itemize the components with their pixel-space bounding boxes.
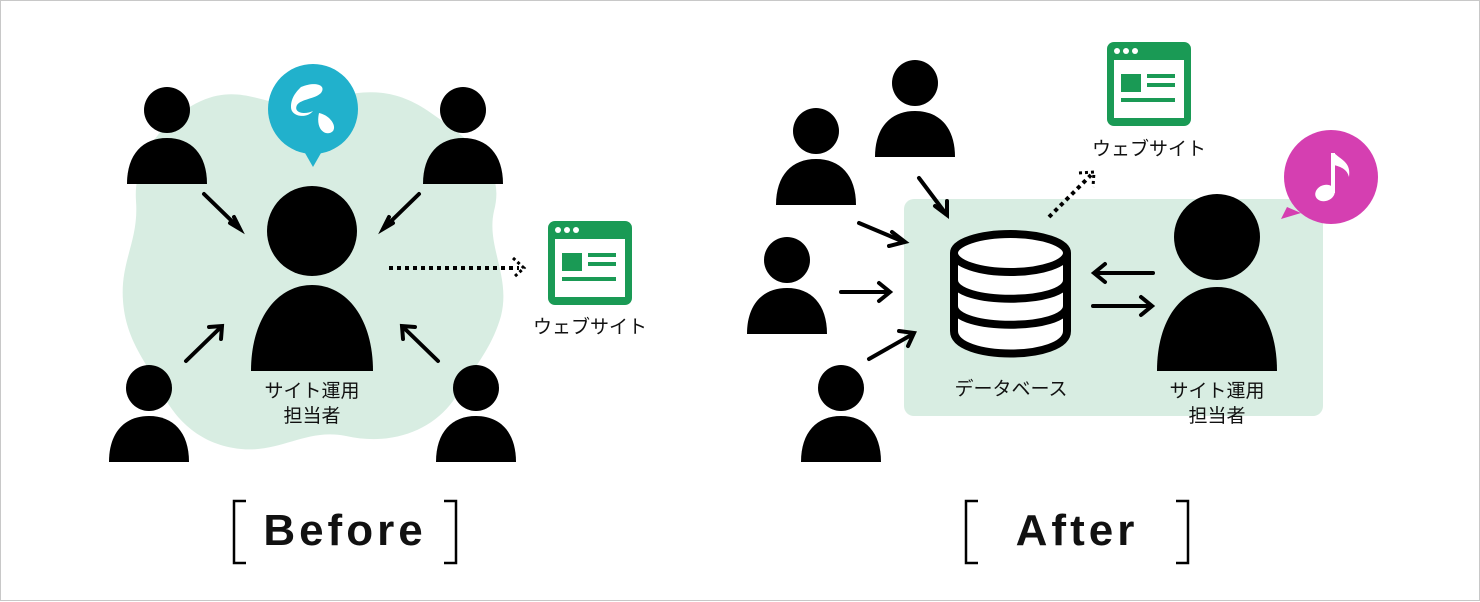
after-operator-label-line2: 担当者 — [1188, 405, 1246, 427]
after-operator-label: サイト運用 担当者 — [1146, 379, 1288, 429]
music-bubble — [1281, 130, 1378, 224]
before-operator-label: サイト運用 担当者 — [241, 379, 383, 429]
arrow-icon — [867, 332, 915, 361]
before-operator-label-line1: サイト運用 — [264, 380, 360, 402]
person-icon — [776, 108, 856, 205]
arrow-icon — [401, 325, 440, 363]
before-title-brackets — [232, 499, 458, 565]
operator-person-icon — [1157, 194, 1277, 371]
database-label: データベース — [954, 378, 1068, 400]
after-dotted-arrow — [1047, 170, 1096, 219]
after-title-brackets — [964, 499, 1190, 565]
after-title: After — [1015, 506, 1139, 555]
before-people — [109, 87, 516, 462]
after-website-label: ウェブサイト — [1091, 138, 1206, 160]
person-icon — [875, 60, 955, 157]
arrow-icon — [382, 192, 421, 230]
browser-window-icon — [548, 221, 632, 305]
person-icon — [747, 237, 827, 334]
arrow-icon — [202, 192, 241, 230]
after-arrows — [839, 176, 1156, 361]
before-website-label: ウェブサイト — [532, 316, 647, 338]
before-arrows — [184, 192, 440, 363]
before-title: Before — [263, 506, 427, 555]
sweat-drop-icon — [291, 84, 323, 116]
arrow-icon — [857, 221, 906, 244]
before-operator-label-line2: 担当者 — [283, 405, 341, 427]
after-operator-label-line1: サイト運用 — [1169, 380, 1265, 402]
music-note-icon — [1315, 153, 1350, 202]
arrow-icon — [917, 176, 948, 216]
after-people — [747, 60, 1277, 462]
before-dotted-arrow — [389, 256, 527, 280]
browser-window-icon — [1107, 42, 1191, 126]
person-icon — [801, 365, 881, 462]
arrow-icon — [184, 325, 223, 363]
sweat-bubble — [268, 64, 358, 167]
database-icon — [950, 230, 1071, 358]
operator-person-icon — [251, 186, 373, 371]
